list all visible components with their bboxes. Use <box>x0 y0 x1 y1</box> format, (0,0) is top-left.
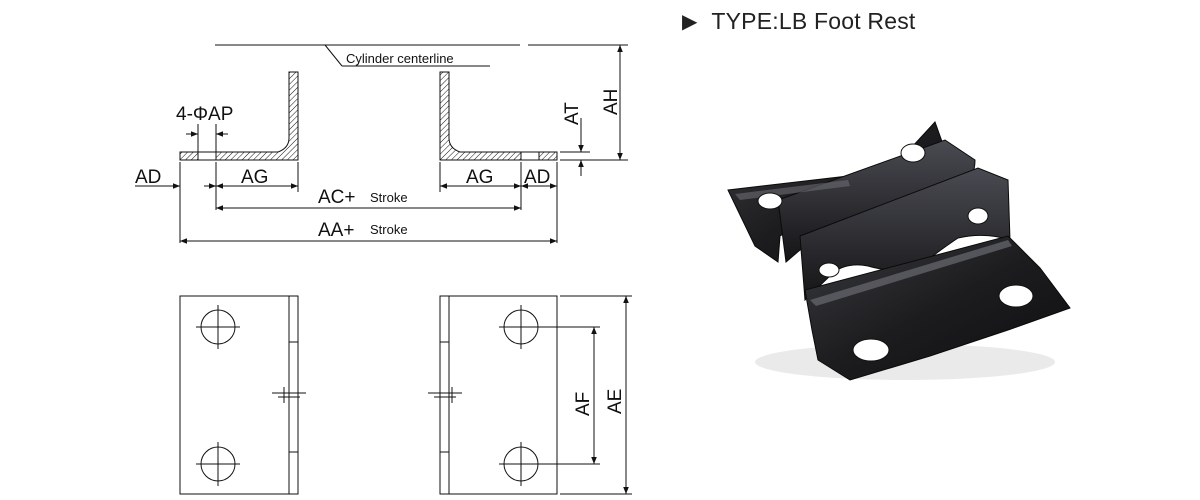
ad-right-label: AD <box>524 167 550 188</box>
plan-view <box>179 295 632 495</box>
ag-left-label: AG <box>241 167 268 188</box>
ac-stroke-label: Stroke <box>370 190 408 205</box>
left-plate <box>179 295 306 495</box>
play-arrow-icon: ▶ <box>682 10 698 33</box>
ac-label: AC+ <box>318 187 356 208</box>
plan-view-labels: AF AE <box>573 389 626 416</box>
right-plate <box>428 295 558 495</box>
ad-left-label: AD <box>135 167 161 188</box>
ah-label: AH <box>601 89 622 115</box>
aa-label: AA+ <box>318 220 354 241</box>
at-label: AT <box>562 102 583 125</box>
foot-bracket-photo <box>727 121 1071 381</box>
aa-stroke-label: Stroke <box>370 222 408 237</box>
ag-right-label: AG <box>466 167 493 188</box>
af-label: AF <box>573 392 594 416</box>
product-title: ▶ TYPE:LB Foot Rest <box>682 6 915 36</box>
side-view-labels: Cylinder centerline 4-ΦAP AD AG AG AD AC… <box>135 51 622 241</box>
right-bracket-section <box>439 71 558 161</box>
type-title: TYPE:LB Foot Rest <box>711 7 916 34</box>
hole-dim-label: 4-ΦAP <box>176 104 233 125</box>
centerline-label: Cylinder centerline <box>346 51 454 66</box>
ae-label: AE <box>605 389 626 414</box>
left-bracket-section <box>179 71 299 161</box>
side-view <box>135 44 628 244</box>
